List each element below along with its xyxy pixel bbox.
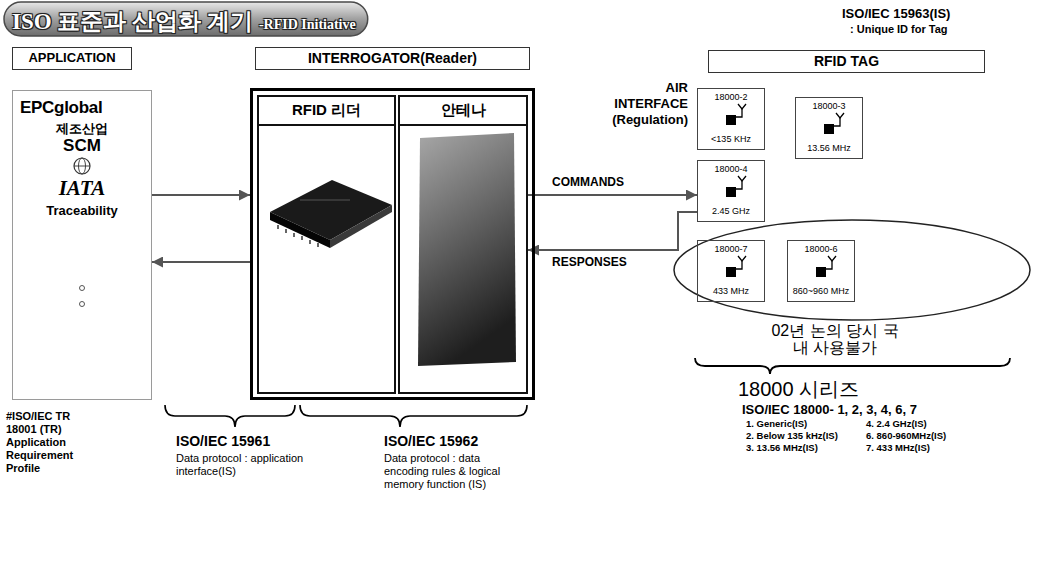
- tag-box: 18000-2 <135 KHz: [697, 88, 765, 150]
- antenna-box: 안테나: [398, 95, 528, 394]
- box-title: 안테나: [400, 97, 526, 126]
- title-bar: ISO 표준과 산업화 계기 -RFID Initiative: [12, 2, 356, 36]
- standard-number: 18000-6: [788, 244, 854, 255]
- frequency-label: 2.45 GHz: [698, 206, 764, 217]
- signal-arrow: [528, 194, 697, 196]
- callout-note: 02년 논의 당시 국내 사용불가: [768, 322, 902, 356]
- title-banner: [4, 2, 368, 36]
- ellipsis-dot: [80, 286, 85, 291]
- column-heading: RFID TAG: [709, 52, 984, 70]
- reader-pins: [278, 225, 318, 247]
- reader-top: [270, 180, 392, 240]
- reader-side: [330, 205, 392, 248]
- industry-label: SCM: [13, 136, 151, 156]
- part-list-item: 2. Below 135 kHz(IS): [746, 430, 838, 441]
- tag-box: 18000-4 2.45 GHz: [697, 160, 765, 222]
- reader-front: [270, 212, 330, 248]
- globe-outline: [74, 158, 90, 174]
- signal-arrow: [528, 212, 697, 250]
- edge-label: RESPONSES: [550, 255, 629, 269]
- tag-box: 18000-7 433 MHz: [697, 240, 765, 302]
- standard-number: 18000-4: [698, 164, 764, 175]
- subtitle-text: -RFID Initiative: [259, 17, 356, 33]
- curly-bracket: [695, 358, 1010, 374]
- industry-label: 제조산업: [13, 121, 151, 137]
- standard-number: 18000-3: [796, 101, 862, 112]
- logo-text: EPCglobal: [20, 98, 102, 118]
- standard-number: 18000-7: [698, 244, 764, 255]
- highlight-ellipse: [674, 220, 1030, 320]
- globe-equator: [74, 166, 90, 167]
- application-box: APPLICATIONEPCglobal제조산업SCMIATATraceabil…: [12, 90, 152, 400]
- series-label: 18000 시리즈: [738, 377, 859, 401]
- logo-text: IATA: [13, 176, 151, 201]
- iata-globe: [74, 158, 90, 174]
- edge-label: COMMANDS: [550, 175, 626, 189]
- tag-chip-symbol: [824, 113, 844, 134]
- frequency-label: 433 MHz: [698, 286, 764, 297]
- standard-note: #ISO/IEC TR 18001 (TR) Application Requi…: [6, 410, 88, 475]
- column-heading: APPLICATION: [12, 47, 132, 70]
- title-text: ISO 표준과 산업화 계기: [12, 6, 253, 37]
- standard-number: 18000-2: [698, 92, 764, 103]
- frequency-label: <135 KHz: [698, 134, 764, 145]
- standard-name: ISO/IEC 15963(IS): [842, 6, 950, 22]
- part-list-item: 4. 2.4 GHz(IS): [866, 418, 927, 429]
- tag-chip-symbol: [816, 256, 836, 277]
- tag-chip-symbol: [726, 104, 746, 125]
- connector-group: [152, 195, 697, 262]
- tag-chip-symbol: [726, 256, 746, 277]
- antenna-panel: [418, 133, 516, 366]
- tag-box: 18000-6 860~960 MHz: [787, 240, 855, 302]
- part-list-item: 3. 13.56 MHz(IS): [746, 442, 818, 453]
- part-list-item: 6. 860-960MHz(IS): [866, 430, 946, 441]
- ellipsis-dot: [80, 302, 85, 307]
- reader-box: RFID 리더: [257, 95, 396, 394]
- standard-name: ISO/IEC 15962: [384, 433, 478, 450]
- standard-name: ISO/IEC 18000- 1, 2, 3, 4, 6, 7: [742, 402, 917, 418]
- reader-detail: [300, 200, 350, 201]
- tag-chip-symbol: [726, 176, 746, 197]
- frequency-label: 13.56 MHz: [796, 143, 862, 154]
- part-list-item: 1. Generic(IS): [746, 418, 807, 429]
- column-heading: INTERROGATOR(Reader): [255, 47, 530, 70]
- section-heading-box: RFID TAG: [708, 50, 985, 73]
- reader-device: [270, 180, 392, 248]
- standard-description: Data protocol : application interface(IS…: [176, 452, 326, 478]
- application-label: Traceability: [13, 203, 151, 219]
- standard-description: Data protocol : data encoding rules & lo…: [384, 452, 524, 491]
- curly-bracket: [165, 405, 295, 427]
- interrogator-box: INTERROGATOR(Reader)RFID 리더안테나: [250, 88, 535, 400]
- frequency-label: 860~960 MHz: [788, 286, 854, 297]
- standard-name: ISO/IEC 15961: [176, 433, 270, 450]
- signal-arrow: [152, 194, 250, 196]
- part-list-item: 7. 433 MHz(IS): [866, 442, 930, 453]
- box-title: RFID 리더: [259, 97, 394, 126]
- interface-label: AIR INTERFACE (Regulation): [596, 80, 688, 128]
- standard-note: : Unique ID for Tag: [850, 23, 948, 36]
- tag-box: 18000-3 13.56 MHz: [795, 97, 863, 159]
- signal-arrow: [152, 261, 250, 263]
- curly-bracket: [300, 405, 527, 427]
